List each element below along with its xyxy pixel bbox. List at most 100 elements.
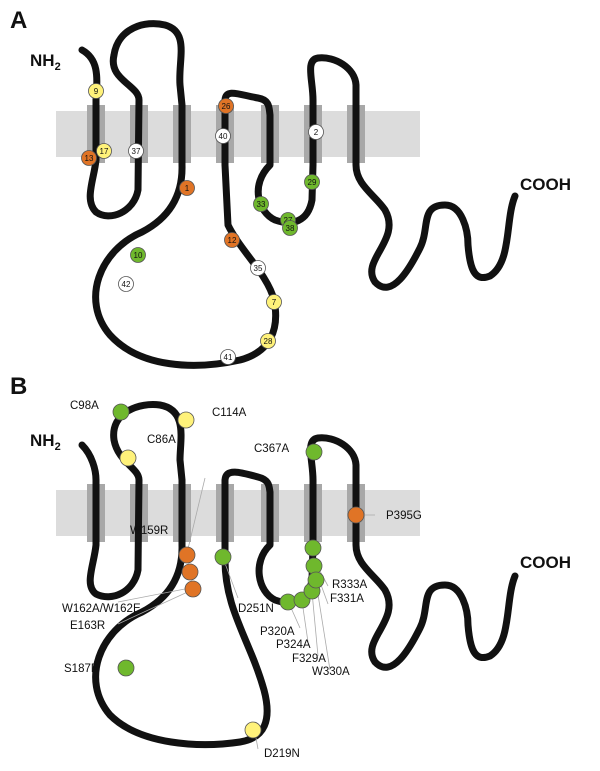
mutation-marker: F331A (305, 557, 364, 605)
site-marker: 33 (253, 196, 269, 212)
mutation-circle (279, 593, 297, 611)
mutation-circle (184, 580, 202, 598)
site-marker: 9 (88, 83, 104, 99)
site-marker: 29 (304, 174, 320, 190)
n-terminus-a: NH2 (30, 51, 61, 73)
mutation-label: W330A (312, 666, 350, 678)
mutation-circle (177, 411, 195, 429)
mutation-marker: W159R (130, 525, 196, 564)
site-number: 40 (219, 132, 228, 141)
mutation-label: F331A (330, 593, 364, 605)
site-circle (260, 333, 276, 349)
site-marker: 10 (130, 247, 146, 263)
n-terminus-b: NH2 (30, 431, 61, 453)
leader-line (117, 589, 193, 625)
mutation-label: F329A (292, 653, 326, 665)
c-terminus-b: COOH (520, 553, 571, 572)
site-marker: 40 (215, 128, 231, 144)
mutation-marker: W162A/W162E (62, 563, 199, 615)
mutation-marker: S187F (64, 659, 135, 677)
site-marker: 26 (218, 98, 234, 114)
mutation-label: D251N (238, 603, 274, 615)
mutation-circle (214, 548, 232, 566)
mutation-label: C98A (70, 400, 99, 412)
mutation-circle (181, 563, 199, 581)
site-marker: 12 (224, 232, 240, 248)
mutation-circle (119, 449, 137, 467)
site-circle (253, 196, 269, 212)
site-marker: 7 (266, 294, 282, 310)
site-circle (218, 98, 234, 114)
site-number: 9 (94, 87, 99, 96)
mutation-label: P320A (260, 626, 295, 638)
mutation-label: P395G (386, 510, 422, 522)
site-number: 2 (314, 128, 319, 137)
mutation-label: D219N (264, 748, 300, 760)
site-number: 12 (228, 236, 237, 245)
site-circle (118, 276, 134, 292)
mutation-marker: D219N (244, 721, 300, 760)
mutation-marker: C114A (177, 407, 247, 429)
site-number: 7 (272, 298, 277, 307)
mutation-marker: D251N (214, 548, 274, 615)
site-circle (96, 143, 112, 159)
mutation-marker: C98A (70, 400, 130, 421)
mutation-marker: C367A (254, 443, 323, 461)
site-circle (215, 128, 231, 144)
mutation-circle (112, 403, 130, 421)
site-circle (304, 174, 320, 190)
leader-line (117, 587, 191, 603)
mutation-circle (307, 571, 325, 589)
site-marker: 42 (118, 276, 134, 292)
site-circle (128, 143, 144, 159)
site-marker: 38 (282, 220, 298, 236)
mutation-label: P324A (276, 639, 311, 651)
mutation-circle (178, 546, 196, 564)
site-circle (282, 220, 298, 236)
site-number: 17 (100, 147, 109, 156)
leader-line (311, 591, 319, 657)
site-number: 37 (132, 147, 141, 156)
site-number: 29 (308, 178, 317, 187)
mutation-label: C114A (212, 407, 247, 419)
site-number: 33 (257, 200, 266, 209)
site-marker: 37 (128, 143, 144, 159)
mutation-marker: R333A (304, 539, 367, 591)
mutation-marker: C86A (119, 434, 176, 467)
mutation-label: E163R (70, 620, 105, 632)
site-circle (250, 260, 266, 276)
site-number: 13 (85, 154, 94, 163)
mutation-circle (304, 539, 322, 557)
panel-b-letter: B (10, 373, 27, 400)
panel-b: B NH2 COOH (10, 373, 571, 760)
panel-a: A NH2 COOH 9 17 13 37 1 26 40 2 29 33 27… (10, 7, 571, 369)
site-marker: 17 (96, 143, 112, 159)
mutation-label: R333A (332, 579, 367, 591)
mutation-marker: P395G (347, 506, 422, 524)
site-number: 35 (254, 264, 263, 273)
mutation-label: W162A/W162E (62, 603, 141, 615)
leader-line (315, 581, 331, 671)
site-number: 26 (222, 102, 231, 111)
mutation-circle (347, 506, 365, 524)
mutation-marker: W330A (307, 571, 350, 678)
site-number: 41 (224, 353, 233, 362)
site-marker: 13 (81, 150, 97, 166)
site-marker: 28 (260, 333, 276, 349)
mutation-label: C367A (254, 443, 289, 455)
polypeptide-chain-a (78, 20, 519, 369)
site-marker: 35 (250, 260, 266, 276)
site-marker: 2 (308, 124, 324, 140)
site-circle (220, 349, 236, 365)
site-number: 1 (185, 184, 190, 193)
site-circle (308, 124, 324, 140)
mutation-circle (305, 443, 323, 461)
site-number: 10 (134, 251, 143, 260)
c-terminus-a: COOH (520, 175, 571, 194)
site-circle (179, 180, 195, 196)
site-circle (130, 247, 146, 263)
site-marker: 41 (220, 349, 236, 365)
markers-a: 9 17 13 37 1 26 40 2 29 33 27 38 12 10 3… (81, 83, 324, 365)
